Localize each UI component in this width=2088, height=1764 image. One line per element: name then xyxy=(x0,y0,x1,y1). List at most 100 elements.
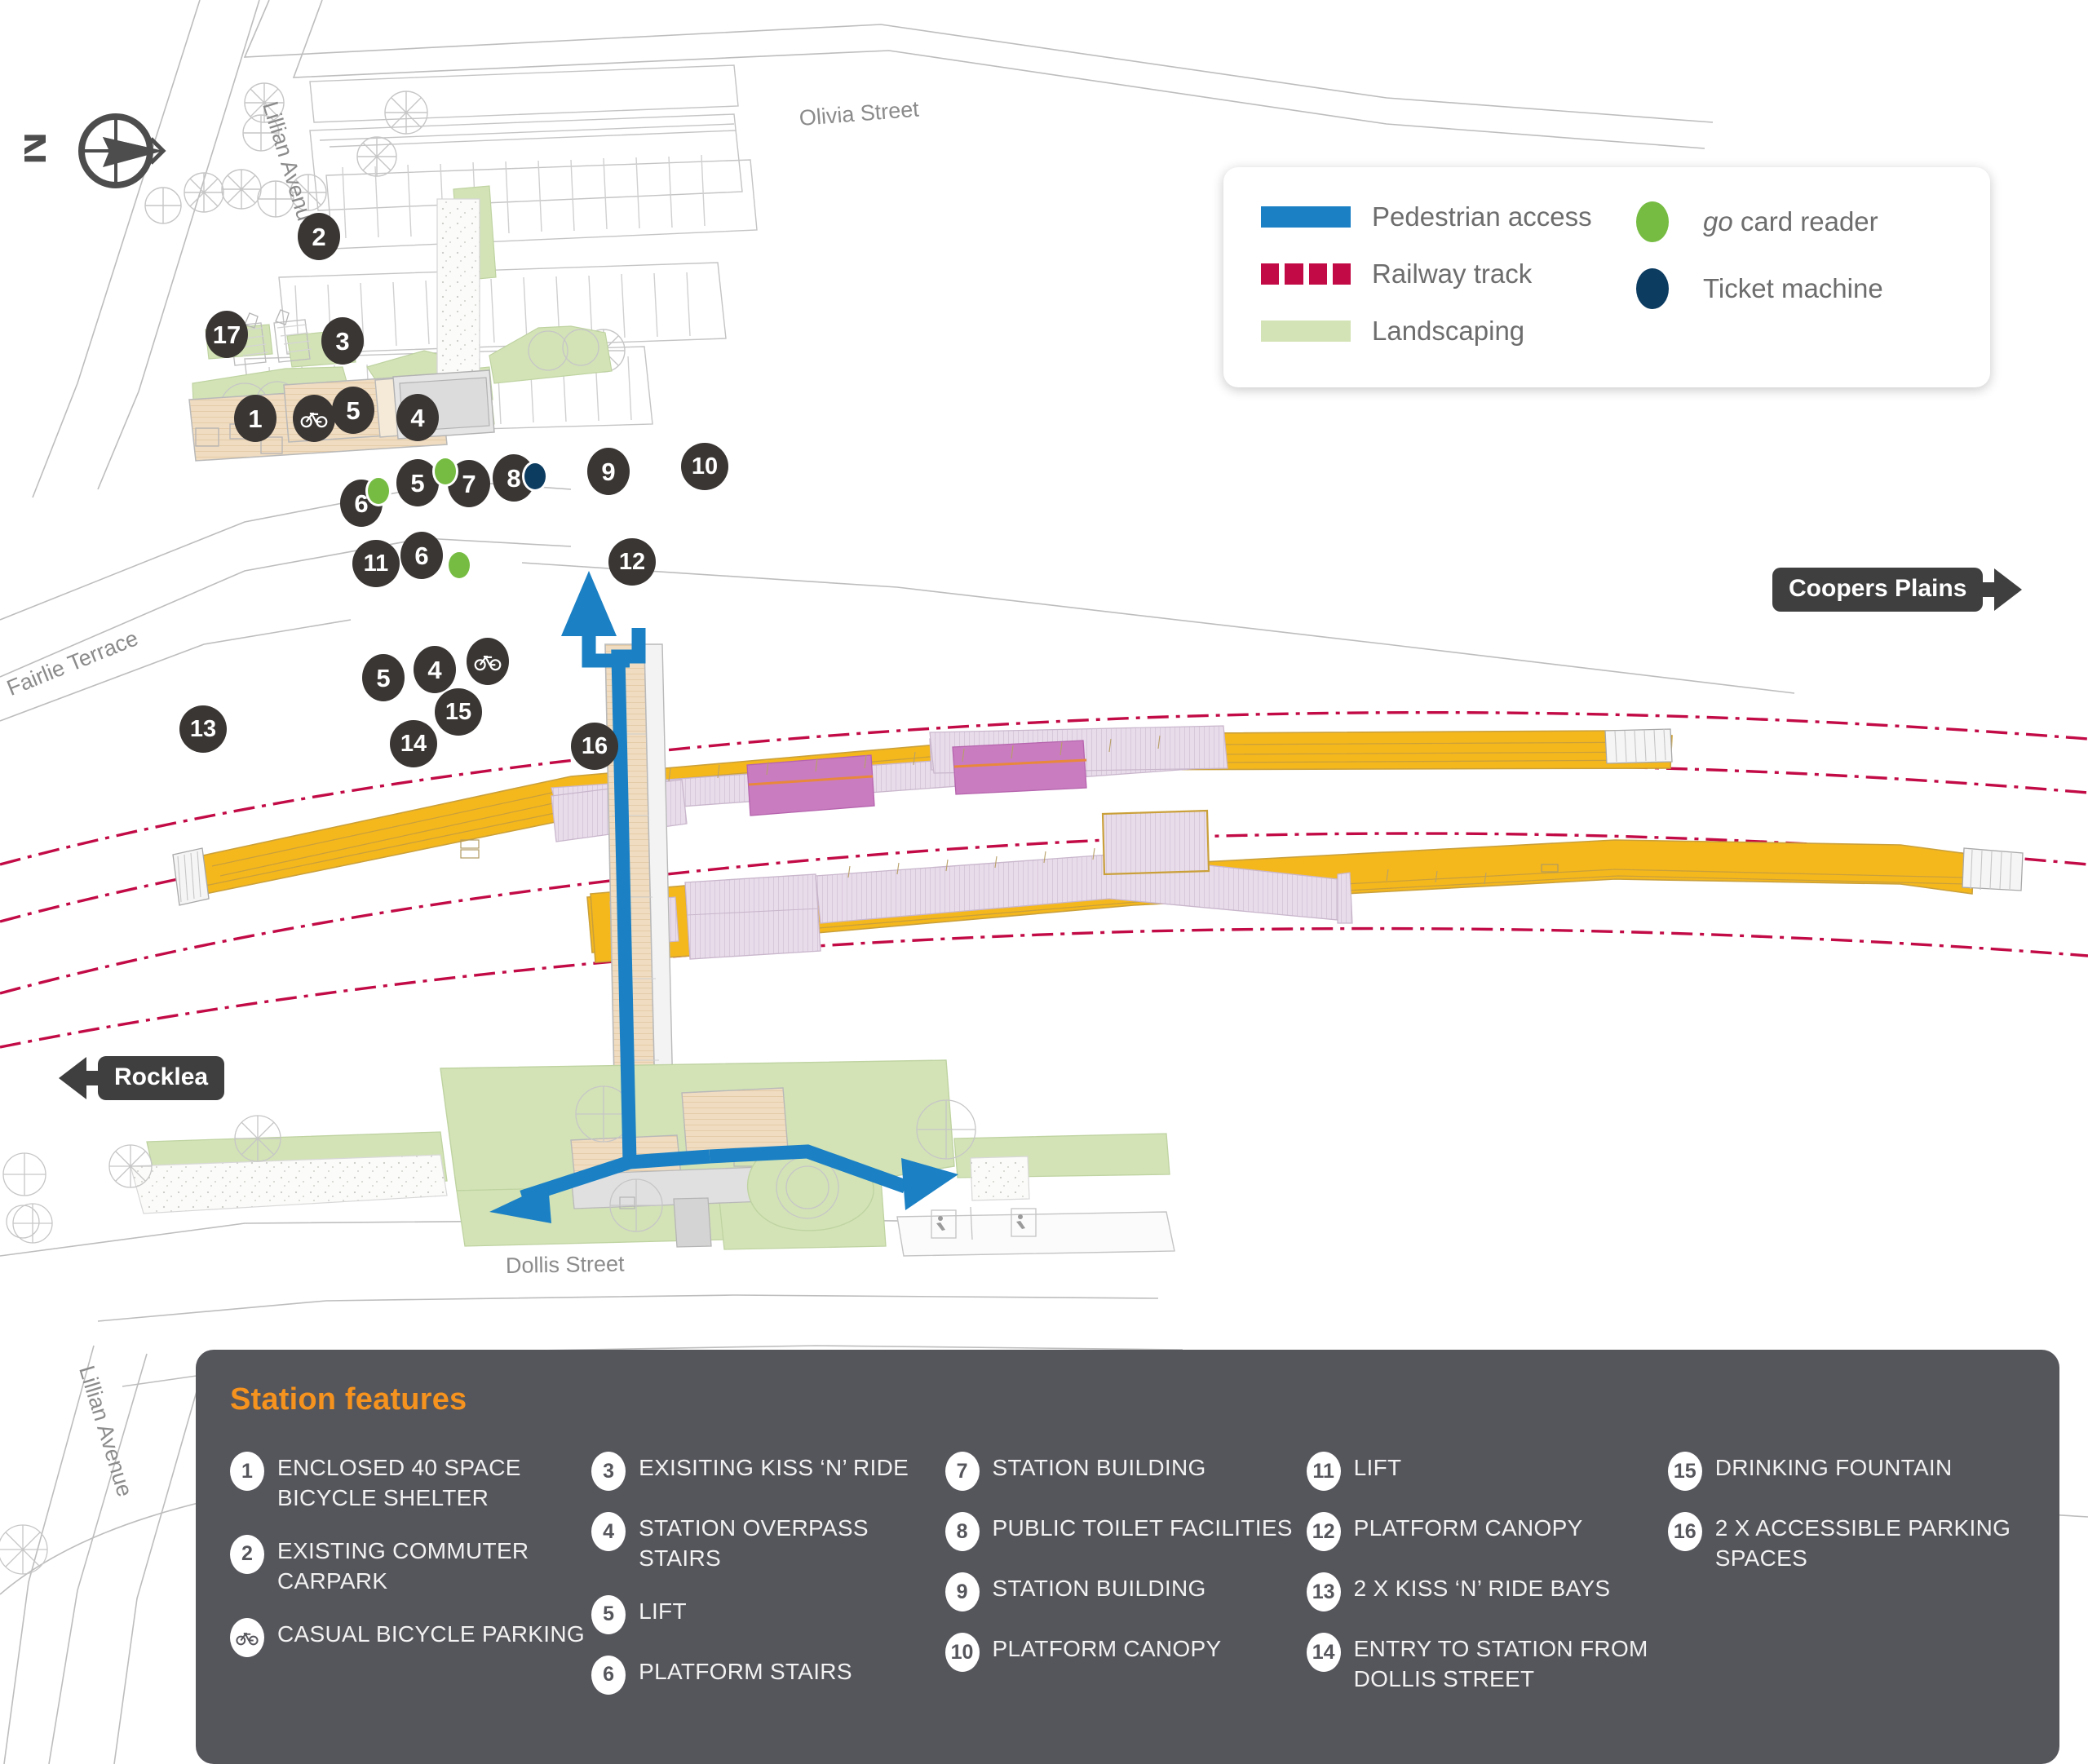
legend-item-go-card-reader: go card reader xyxy=(1607,201,1953,242)
feature-label: STATION OVERPASS STAIRS xyxy=(639,1515,869,1571)
map-marker-6b[interactable]: 6 xyxy=(400,532,443,579)
direction-sign-rocklea[interactable]: Rocklea xyxy=(59,1056,225,1100)
map-marker-11[interactable]: 11 xyxy=(352,540,400,587)
map-marker-12[interactable]: 12 xyxy=(608,538,656,586)
legend-label: Landscaping xyxy=(1372,316,1525,346)
features-column-2: 3 EXISITING KISS ‘N’ RIDE 4 STATION OVER… xyxy=(591,1452,944,1695)
railway-track-swatch xyxy=(1261,263,1351,285)
map-marker-1[interactable]: 1 xyxy=(234,395,276,442)
feature-item-5: 5 LIFT xyxy=(591,1594,944,1634)
feature-label: CASUAL BICYCLE PARKING xyxy=(277,1620,585,1647)
legend-label-rest: card reader xyxy=(1732,206,1878,237)
legend-label-italic: go xyxy=(1703,206,1733,237)
feature-item-14: 14 ENTRY TO STATION FROM DOLLIS STREET xyxy=(1306,1633,1668,1695)
platform-upper xyxy=(172,725,1673,906)
map-marker-bicycle-parking-south[interactable] xyxy=(467,638,509,685)
map-legend: Pedestrian access Railway track Landscap… xyxy=(1223,167,1990,387)
feature-item-13: 13 2 X KISS ‘N’ RIDE BAYS xyxy=(1306,1572,1668,1611)
map-marker-16[interactable]: 16 xyxy=(571,723,618,770)
arrow-stem xyxy=(1981,582,1997,597)
legend-column-right: go card reader Ticket machine xyxy=(1607,201,1953,353)
feature-number: 16 xyxy=(1667,1512,1702,1551)
arrow-stem xyxy=(85,1071,100,1085)
feature-number: 10 xyxy=(944,1633,980,1672)
map-marker-5c[interactable]: 5 xyxy=(362,654,405,701)
go-card-reader-dot-2[interactable] xyxy=(432,456,458,487)
feature-number: 5 xyxy=(591,1594,626,1634)
bicycle-icon xyxy=(300,412,328,428)
feature-number: 9 xyxy=(944,1572,980,1611)
feature-item-11: 11 LIFT xyxy=(1306,1452,1668,1491)
feature-item-9: 9 STATION BUILDING xyxy=(944,1572,1307,1611)
pedestrian-access-swatch xyxy=(1261,206,1351,228)
go-card-reader-dot-1[interactable] xyxy=(365,475,392,506)
feature-label: 2 X KISS ‘N’ RIDE BAYS xyxy=(1353,1576,1611,1601)
feature-label: EXISTING COMMUTER CARPARK xyxy=(277,1537,529,1594)
map-marker-4b[interactable]: 4 xyxy=(414,646,456,693)
legend-item-landscaping: Landscaping xyxy=(1261,316,1607,347)
feature-number: 7 xyxy=(944,1452,980,1491)
feature-label: EXISITING KISS ‘N’ RIDE xyxy=(639,1455,909,1480)
feature-item-10: 10 PLATFORM CANOPY xyxy=(944,1633,1307,1672)
features-column-3: 7 STATION BUILDING 8 PUBLIC TOILET FACIL… xyxy=(944,1452,1307,1695)
map-marker-13[interactable]: 13 xyxy=(179,705,227,753)
ticket-machine-swatch xyxy=(1636,268,1669,309)
legend-item-railway-track: Railway track xyxy=(1261,259,1607,290)
legend-label: Railway track xyxy=(1372,259,1533,289)
feature-item-2: 2 EXISTING COMMUTER CARPARK xyxy=(230,1534,591,1597)
map-marker-3[interactable]: 3 xyxy=(321,317,364,365)
map-marker-2[interactable]: 2 xyxy=(298,213,340,260)
compass-rose: N xyxy=(4,106,188,196)
street-label-dollis: Dollis Street xyxy=(505,1251,625,1278)
direction-sign-label: Rocklea xyxy=(98,1056,225,1100)
feature-label: LIFT xyxy=(639,1598,687,1624)
map-marker-9[interactable]: 9 xyxy=(587,448,630,495)
feature-number: 3 xyxy=(591,1452,626,1491)
legend-label: Pedestrian access xyxy=(1372,201,1592,232)
feature-number: 13 xyxy=(1306,1572,1341,1611)
map-marker-5a[interactable]: 5 xyxy=(332,387,374,434)
feature-item-bicycle-parking: CASUAL BICYCLE PARKING xyxy=(230,1617,591,1657)
legend-label: go card reader xyxy=(1703,206,1878,237)
station-features-title: Station features xyxy=(230,1382,467,1417)
tree-symbols-carpark xyxy=(144,82,626,373)
feature-item-12: 12 PLATFORM CANOPY xyxy=(1306,1512,1668,1551)
feature-item-15: 15 DRINKING FOUNTAIN xyxy=(1667,1452,2025,1491)
ticket-machine-dot-1[interactable] xyxy=(522,461,548,492)
station-features-columns: 1 ENCLOSED 40 SPACE BICYCLE SHELTER 2 EX… xyxy=(230,1452,2025,1695)
feature-number: 8 xyxy=(944,1512,980,1551)
feature-label: PLATFORM STAIRS xyxy=(639,1658,852,1684)
map-marker-14[interactable]: 14 xyxy=(390,720,437,767)
feature-number: 12 xyxy=(1306,1512,1341,1551)
feature-label: 2 X ACCESSIBLE PARKING SPACES xyxy=(1714,1515,2011,1571)
feature-item-8: 8 PUBLIC TOILET FACILITIES xyxy=(944,1512,1307,1551)
feature-item-7: 7 STATION BUILDING xyxy=(944,1452,1307,1491)
go-card-reader-dot-3[interactable] xyxy=(446,550,472,581)
feature-item-16: 16 2 X ACCESSIBLE PARKING SPACES xyxy=(1667,1512,2025,1574)
arrow-right-icon xyxy=(1994,568,2023,611)
feature-item-1: 1 ENCLOSED 40 SPACE BICYCLE SHELTER xyxy=(230,1452,591,1514)
feature-item-4: 4 STATION OVERPASS STAIRS xyxy=(591,1512,944,1574)
map-marker-17[interactable]: 17 xyxy=(206,311,248,358)
direction-sign-coopers-plains[interactable]: Coopers Plains xyxy=(1772,568,2023,612)
map-marker-5b[interactable]: 5 xyxy=(396,459,439,506)
map-marker-4a[interactable]: 4 xyxy=(396,394,439,441)
legend-label: Ticket machine xyxy=(1703,273,1883,303)
features-column-5: 15 DRINKING FOUNTAIN 16 2 X ACCESSIBLE P… xyxy=(1667,1452,2025,1695)
map-marker-15[interactable]: 15 xyxy=(435,688,482,736)
feature-label: PLATFORM CANOPY xyxy=(992,1636,1222,1661)
feature-label: LIFT xyxy=(1353,1455,1402,1480)
legend-item-ticket-machine: Ticket machine xyxy=(1607,268,1953,309)
features-column-1: 1 ENCLOSED 40 SPACE BICYCLE SHELTER 2 EX… xyxy=(230,1452,591,1695)
feature-label: STATION BUILDING xyxy=(992,1576,1206,1601)
feature-label: PLATFORM CANOPY xyxy=(1353,1515,1583,1541)
map-marker-bicycle-parking-north[interactable] xyxy=(293,395,335,442)
feature-number: 4 xyxy=(591,1512,626,1551)
direction-sign-label: Coopers Plains xyxy=(1772,568,1984,612)
map-marker-10[interactable]: 10 xyxy=(681,443,728,490)
feature-label: ENTRY TO STATION FROM DOLLIS STREET xyxy=(1353,1636,1648,1691)
feature-label: ENCLOSED 40 SPACE BICYCLE SHELTER xyxy=(277,1455,521,1510)
